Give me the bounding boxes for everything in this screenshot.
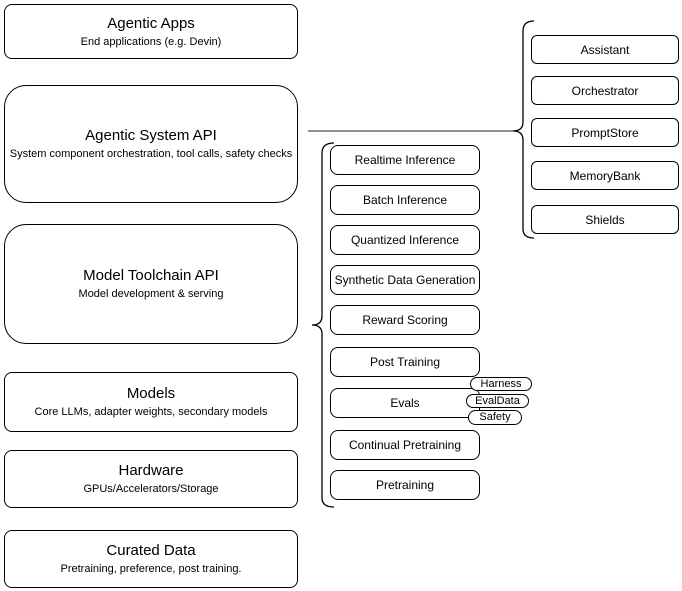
node-title: Curated Data bbox=[106, 542, 196, 559]
node-title: Agentic System API bbox=[85, 127, 217, 144]
node-label: Realtime Inference bbox=[354, 153, 456, 167]
node-subtitle: Pretraining, preference, post training. bbox=[60, 563, 242, 575]
node-quantized-inference: Quantized Inference bbox=[330, 225, 480, 255]
node-label: MemoryBank bbox=[569, 168, 641, 183]
node-label: Assistant bbox=[580, 42, 630, 57]
node-batch-inference: Batch Inference bbox=[330, 185, 480, 215]
node-post-training: Post Training bbox=[330, 347, 480, 377]
tag-label: Harness bbox=[480, 377, 522, 390]
node-label: Batch Inference bbox=[362, 193, 448, 207]
tag-evaldata: EvalData bbox=[466, 394, 529, 408]
node-agentic-system-api: Agentic System API System component orch… bbox=[4, 85, 298, 203]
node-subtitle: End applications (e.g. Devin) bbox=[80, 35, 222, 48]
node-reward-scoring: Reward Scoring bbox=[330, 305, 480, 335]
node-subtitle: GPUs/Accelerators/Storage bbox=[83, 483, 219, 495]
node-model-toolchain-api: Model Toolchain API Model development & … bbox=[4, 224, 298, 344]
node-models: Models Core LLMs, adapter weights, secon… bbox=[4, 372, 298, 432]
node-subtitle: Model development & serving bbox=[78, 288, 224, 300]
node-shields: Shields bbox=[531, 205, 679, 234]
node-continual-pretraining: Continual Pretraining bbox=[330, 430, 480, 460]
node-label: Post Training bbox=[369, 355, 441, 369]
node-pretraining: Pretraining bbox=[330, 470, 480, 500]
node-subtitle: Core LLMs, adapter weights, secondary mo… bbox=[34, 406, 268, 418]
node-curated-data: Curated Data Pretraining, preference, po… bbox=[4, 530, 298, 588]
node-orchestrator: Orchestrator bbox=[531, 76, 679, 105]
node-title: Model Toolchain API bbox=[83, 267, 219, 284]
node-label: Orchestrator bbox=[571, 83, 639, 98]
node-synthetic-data-generation: Synthetic Data Generation bbox=[330, 265, 480, 295]
node-title: Models bbox=[126, 385, 176, 402]
node-label: Quantized Inference bbox=[350, 233, 460, 247]
node-agentic-apps: Agentic Apps End applications (e.g. Devi… bbox=[4, 4, 298, 59]
node-promptstore: PromptStore bbox=[531, 118, 679, 147]
node-label: Shields bbox=[585, 212, 625, 227]
node-label: PromptStore bbox=[571, 125, 639, 140]
tag-safety: Safety bbox=[468, 410, 522, 425]
node-label: Evals bbox=[390, 396, 420, 410]
node-evals: Evals bbox=[330, 388, 480, 418]
tag-label: EvalData bbox=[475, 394, 520, 407]
node-label: Pretraining bbox=[375, 478, 435, 492]
node-memorybank: MemoryBank bbox=[531, 161, 679, 190]
node-hardware: Hardware GPUs/Accelerators/Storage bbox=[4, 450, 298, 508]
node-label: Reward Scoring bbox=[362, 313, 448, 327]
node-label: Synthetic Data Generation bbox=[334, 273, 476, 287]
node-title: Agentic Apps bbox=[107, 14, 195, 32]
tag-harness: Harness bbox=[470, 377, 532, 391]
node-label: Continual Pretraining bbox=[348, 438, 462, 452]
node-title: Hardware bbox=[118, 462, 184, 479]
node-assistant: Assistant bbox=[531, 35, 679, 64]
tag-label: Safety bbox=[479, 411, 511, 423]
node-realtime-inference: Realtime Inference bbox=[330, 145, 480, 175]
node-subtitle: System component orchestration, tool cal… bbox=[9, 148, 293, 160]
